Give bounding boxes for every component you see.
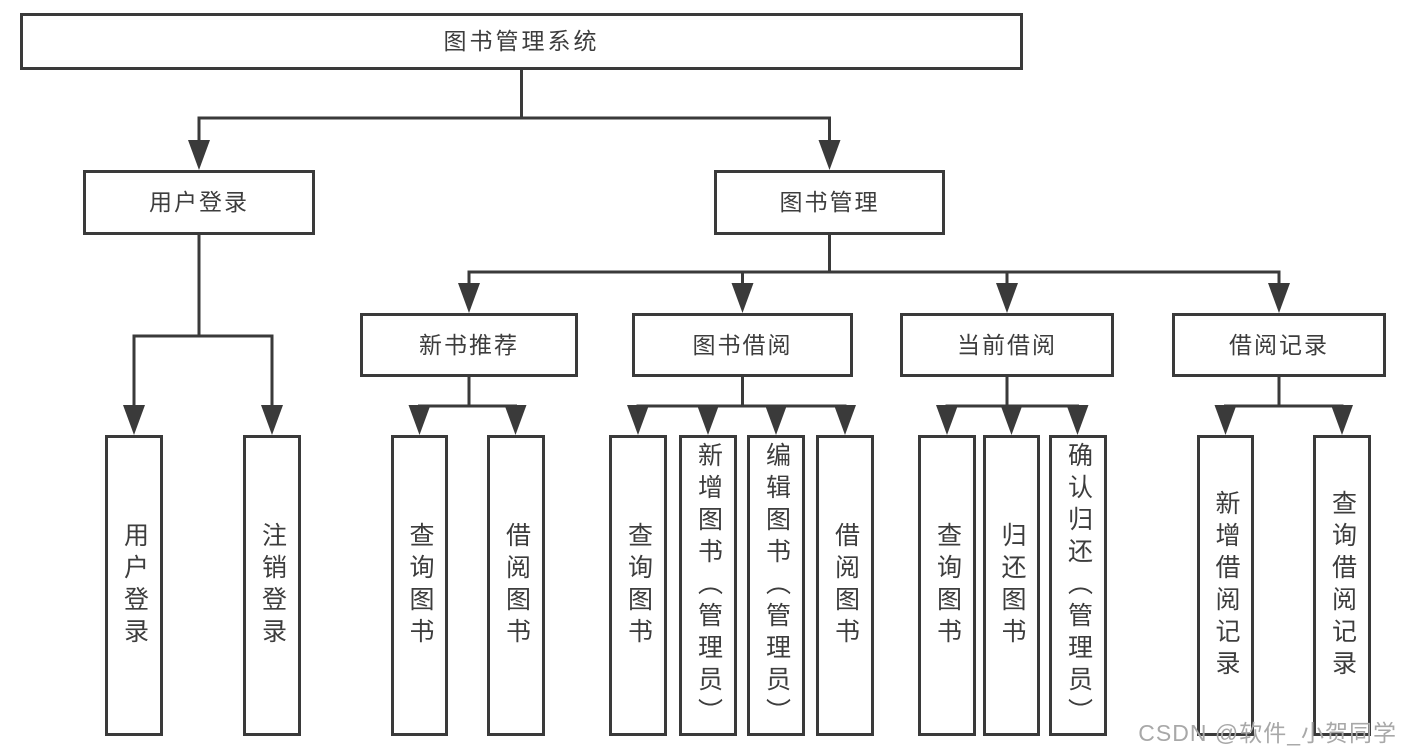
leaf-add-books-admin: 新增图书（管理员） [679, 435, 737, 736]
leaf-return-books: 归还图书 [983, 435, 1040, 736]
node-book-borrowing: 图书借阅 [632, 313, 853, 377]
leaf-confirm-return-admin: 确认归还（管理员） [1049, 435, 1107, 736]
node-current-borrowing: 当前借阅 [900, 313, 1114, 377]
leaf-edit-books-admin: 编辑图书（管理员） [747, 435, 805, 736]
node-borrowing-records: 借阅记录 [1172, 313, 1386, 377]
node-user-login: 用户登录 [83, 170, 315, 235]
connector-root-to-level2 [197, 68, 831, 143]
leaf-query-borrow-record: 查询借阅记录 [1313, 435, 1371, 736]
leaf-borrow-books: 借阅图书 [816, 435, 874, 736]
leaf-query-books-recommend: 查询图书 [391, 435, 448, 736]
connector-book-mgmt-to-level3 [467, 233, 1281, 286]
connector-user-login-to-leaves [132, 233, 274, 408]
csdn-watermark: CSDN @软件_小贺同学 [1138, 720, 1397, 746]
leaf-query-books-current: 查询图书 [918, 435, 976, 736]
arrowheads-leaves [123, 405, 1353, 435]
leaf-add-borrow-record: 新增借阅记录 [1197, 435, 1254, 736]
arrowheads-level3 [458, 283, 1290, 313]
arrowheads-level2 [188, 140, 841, 170]
leaf-logout: 注销登录 [243, 435, 301, 736]
leaf-user-login: 用户登录 [105, 435, 163, 736]
leaf-borrow-books-recommend: 借阅图书 [487, 435, 545, 736]
node-library-management-system: 图书管理系统 [20, 13, 1023, 70]
node-new-book-recommendation: 新书推荐 [360, 313, 578, 377]
connector-level3-to-leaves [418, 375, 1344, 408]
leaf-query-books-borrow: 查询图书 [609, 435, 667, 736]
node-book-management: 图书管理 [714, 170, 945, 235]
